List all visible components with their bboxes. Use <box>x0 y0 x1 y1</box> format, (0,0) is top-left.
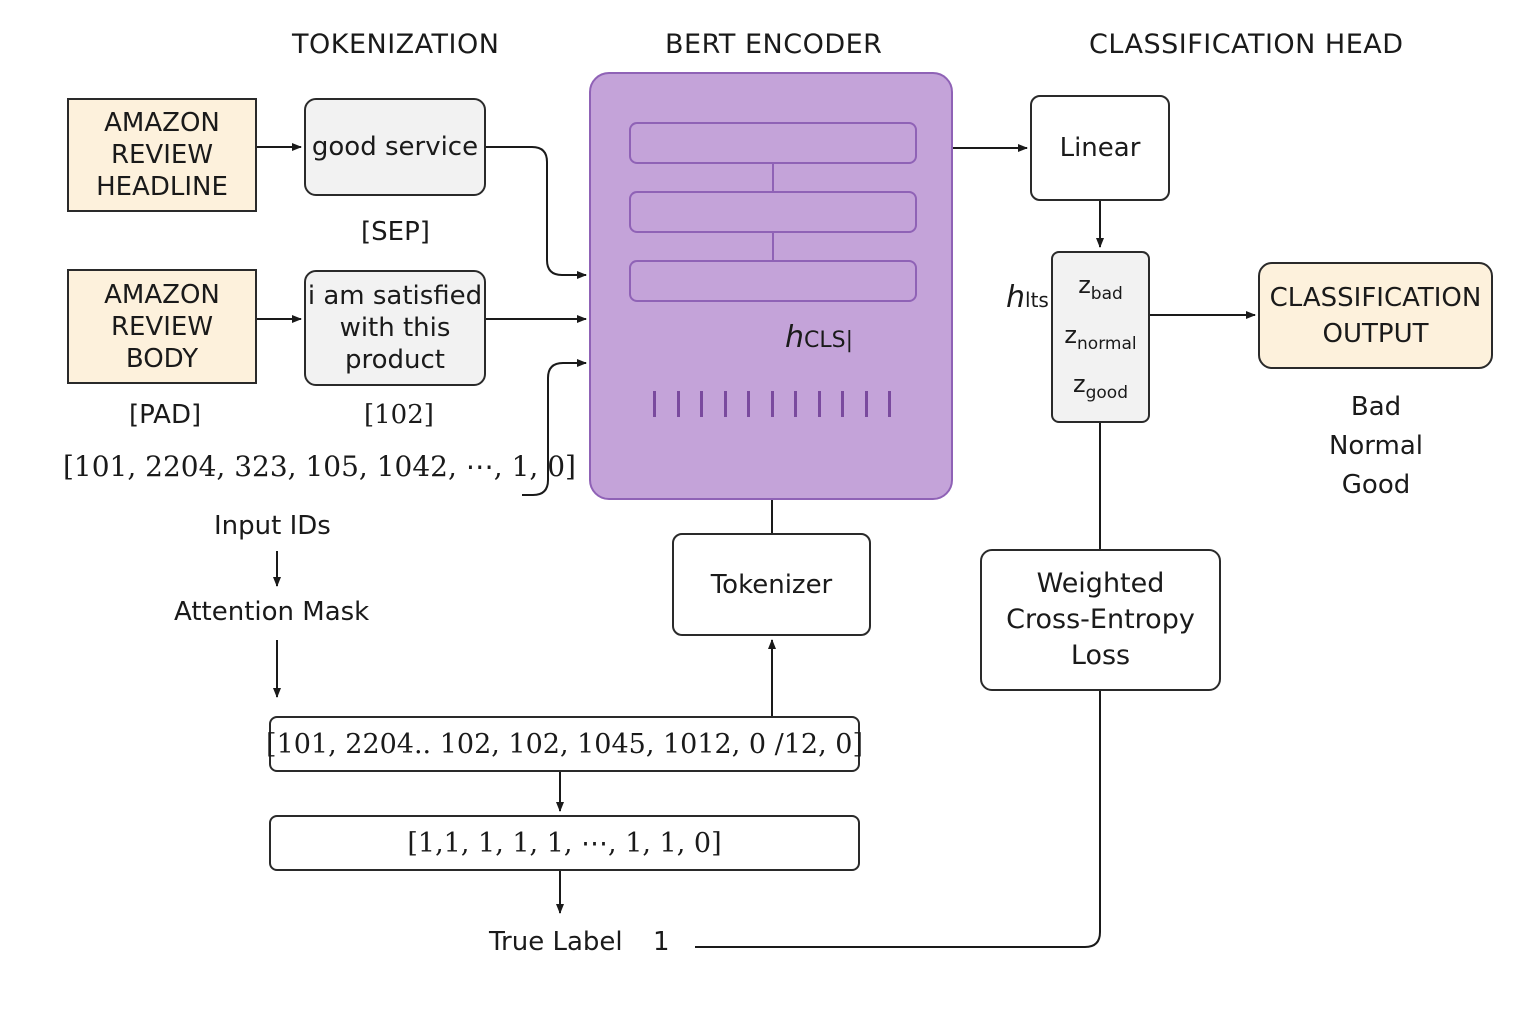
logit-bad: zbad <box>1078 271 1123 304</box>
true-label-value: 1 <box>653 927 670 957</box>
h-cls-sub: CLS| <box>804 328 854 353</box>
headline-line-2: REVIEW <box>110 140 214 170</box>
token-bar <box>700 391 703 417</box>
token-bar <box>817 391 821 417</box>
sep-token-label: [SEP] <box>361 217 430 247</box>
linear-label: Linear <box>1059 133 1141 163</box>
body-text-line-2: with this <box>339 313 451 343</box>
body-line-1: AMAZON <box>104 279 220 310</box>
attention-mask-label: Attention Mask <box>174 597 370 627</box>
headline-line-3: HEADLINE <box>96 172 228 202</box>
logit-normal: znormal <box>1064 321 1136 354</box>
class-list: Bad Normal Good <box>1316 388 1436 505</box>
token-bar <box>723 391 727 417</box>
tokenizer-box: Tokenizer <box>672 533 871 636</box>
token-bar <box>770 391 774 417</box>
h-cls-main: h <box>785 320 805 355</box>
token-bar <box>841 391 844 417</box>
body-line-3: BODY <box>125 343 199 374</box>
logit-bad-main: z <box>1078 271 1091 300</box>
headline-text-box: good service <box>304 98 486 196</box>
body-text-box: i am satisfied with this product <box>304 270 486 386</box>
class-bad: Bad <box>1350 392 1402 422</box>
section-header-tokenization: TOKENIZATION <box>292 29 500 60</box>
true-label-text: True Label <box>489 927 623 957</box>
class-normal: Normal <box>1328 431 1424 461</box>
section-header-classification-head: CLASSIFICATION HEAD <box>1089 29 1404 60</box>
pad-token-label: [PAD] <box>129 400 202 430</box>
amazon-review-body-box: AMAZON REVIEW BODY <box>67 269 257 384</box>
body-line-2: REVIEW <box>110 311 214 342</box>
section-header-bert-encoder: BERT ENCODER <box>665 29 883 60</box>
linear-box: Linear <box>1030 95 1170 201</box>
logit-normal-main: z <box>1064 320 1078 349</box>
bert-encoder-block <box>589 72 953 500</box>
weighted-ce-loss-box: Weighted Cross-Entropy Loss <box>980 549 1221 691</box>
h-lts-main: h <box>1006 280 1026 315</box>
logit-good: zgood <box>1073 370 1128 403</box>
token-bar <box>794 391 797 417</box>
logit-bad-sub: bad <box>1090 284 1123 305</box>
logits-box: zbad znormal zgood <box>1051 251 1150 423</box>
attention-mask-array: [1,1, 1, 1, 1, ⋯, 1, 1, 0] <box>407 827 722 859</box>
token-bar <box>676 391 680 417</box>
token-bar <box>888 391 891 417</box>
loss-line-2: Cross-Entropy <box>1006 604 1195 635</box>
encoder-layer-3 <box>629 260 917 302</box>
loss-line-1: Weighted <box>1036 568 1165 599</box>
output-line-1: CLASSIFICATION <box>1269 282 1482 313</box>
headline-text: good service <box>311 132 479 162</box>
layer-connector-1 <box>772 164 774 191</box>
logit-good-main: z <box>1073 369 1086 398</box>
input-ids-array-box: [101, 2204.. 102, 102, 1045, 1012, 0 /12… <box>266 716 863 772</box>
input-ids-array: [101, 2204.. 102, 102, 1045, 1012, 0 /12… <box>266 728 863 760</box>
token-sequence: [101, 2204, 323, 105, 1042, ⋯, 1, 0] <box>63 450 576 483</box>
token-bar <box>653 391 656 417</box>
logit-normal-sub: normal <box>1077 333 1137 354</box>
headline-line-1: AMAZON <box>104 108 220 138</box>
class-good: Good <box>1341 470 1411 500</box>
tokenizer-label: Tokenizer <box>710 569 833 600</box>
classification-output-box: CLASSIFICATION OUTPUT <box>1258 262 1493 369</box>
amazon-review-headline-box: AMAZON REVIEW HEADLINE <box>67 98 257 212</box>
token-102-label: [102] <box>364 400 434 430</box>
body-text-line-3: product <box>344 345 445 375</box>
encoder-layer-1 <box>629 122 917 164</box>
loss-line-3: Loss <box>1070 640 1131 671</box>
input-ids-label: Input IDs <box>214 511 331 541</box>
token-bar <box>747 391 750 417</box>
h-cls-label: hCLS| <box>785 320 853 355</box>
h-lts-sub: lts <box>1025 288 1049 312</box>
token-bar <box>864 391 868 417</box>
h-lts-label: hlts <box>1006 280 1049 315</box>
output-line-2: OUTPUT <box>1322 318 1429 349</box>
encoder-layer-2 <box>629 191 917 233</box>
attention-mask-array-box: [1,1, 1, 1, 1, ⋯, 1, 1, 0] <box>269 815 860 871</box>
logit-good-sub: good <box>1085 382 1128 403</box>
layer-connector-2 <box>772 233 774 260</box>
body-text-line-1: i am satisfied <box>307 281 483 311</box>
